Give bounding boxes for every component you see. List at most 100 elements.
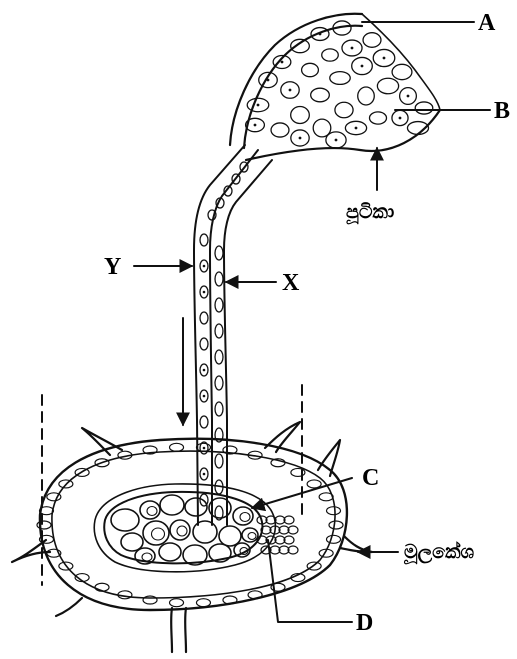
leaf-cells (246, 21, 433, 148)
cell (415, 102, 433, 114)
cell (322, 49, 339, 61)
cell (196, 599, 210, 607)
cell-dot (203, 369, 206, 372)
cell (302, 63, 319, 76)
cell (392, 64, 412, 79)
cell-dot (257, 104, 260, 107)
label-root-hairs: මූලකේශ (358, 541, 475, 566)
cell (142, 553, 152, 561)
label-y: Y (104, 254, 192, 280)
cell (177, 526, 187, 536)
label-b: B (395, 98, 510, 124)
label-stomata: පූටිකා (346, 148, 394, 226)
cell (271, 123, 289, 137)
cell (143, 521, 169, 545)
cell (160, 495, 184, 515)
label-c-text: C (362, 465, 379, 491)
cell-dot (289, 89, 292, 92)
cell (330, 72, 350, 85)
cortex-cells-d (257, 516, 298, 554)
cell (291, 39, 310, 52)
cell (215, 324, 223, 338)
root-section (37, 439, 347, 610)
cell (215, 246, 223, 260)
cell (307, 480, 321, 488)
cell (215, 376, 223, 390)
leaf-outline-upper (230, 14, 362, 145)
cell (170, 599, 184, 607)
cell (152, 528, 165, 540)
cell-dot (399, 117, 402, 120)
cell (200, 338, 208, 350)
tube-cells (200, 162, 248, 520)
cell (200, 416, 208, 428)
cell (193, 521, 217, 543)
cell-dot (355, 127, 358, 130)
label-x: X (226, 270, 300, 296)
cell (185, 498, 207, 516)
label-b-text: B (494, 98, 510, 124)
cell-dot (335, 139, 338, 142)
label-x-text: X (282, 270, 300, 296)
cell (369, 112, 386, 124)
cell-dot (203, 473, 206, 476)
cell (291, 106, 310, 123)
cell-dot (299, 137, 302, 140)
cell (240, 513, 250, 522)
cell (363, 33, 381, 48)
cell (335, 102, 353, 118)
cell (215, 298, 223, 312)
cell-dot (281, 61, 284, 64)
cell (248, 533, 256, 540)
cell (377, 78, 398, 94)
cell (47, 493, 61, 501)
leaf-section (230, 14, 440, 160)
cell (170, 443, 184, 451)
root-hair (340, 536, 372, 552)
guide-lines (42, 385, 302, 585)
cell (311, 88, 330, 102)
cell (111, 509, 139, 531)
cell-dot (351, 47, 354, 50)
transport-tube (194, 145, 272, 525)
cell (327, 507, 341, 515)
cell-dot (203, 291, 206, 294)
cell (200, 312, 208, 324)
cell (215, 272, 223, 286)
label-d-text: D (356, 610, 373, 636)
root-hair (171, 608, 186, 652)
label-c: C (252, 465, 379, 508)
root-hair (56, 598, 82, 616)
cell (200, 234, 208, 246)
cell (358, 87, 375, 105)
cell-dot (361, 65, 364, 68)
cell-dot (203, 395, 206, 398)
cell (147, 507, 157, 516)
tube-wall-right (224, 160, 272, 525)
cell (121, 533, 143, 551)
cell-dot (267, 79, 270, 82)
cell-dot (407, 95, 410, 98)
label-a-text: A (478, 10, 496, 36)
vascular-cells (111, 495, 258, 565)
root-epidermis-outer (40, 439, 347, 610)
label-stomata-text: පූටිකා (346, 201, 394, 226)
cell (215, 402, 223, 416)
cell (159, 543, 181, 561)
cell (215, 454, 223, 468)
cell (219, 526, 241, 546)
cell (327, 535, 341, 543)
cell-dot (203, 265, 206, 268)
cell (329, 521, 343, 529)
cell-dot (383, 57, 386, 60)
label-y-text: Y (104, 254, 121, 280)
root-hairs (12, 422, 372, 652)
cell-dot (203, 447, 206, 450)
cell (215, 350, 223, 364)
label-root-hairs-text: මූලකේශ (404, 541, 475, 566)
cell-dot (319, 33, 322, 36)
cell (319, 493, 333, 501)
cell-dot (254, 124, 257, 127)
